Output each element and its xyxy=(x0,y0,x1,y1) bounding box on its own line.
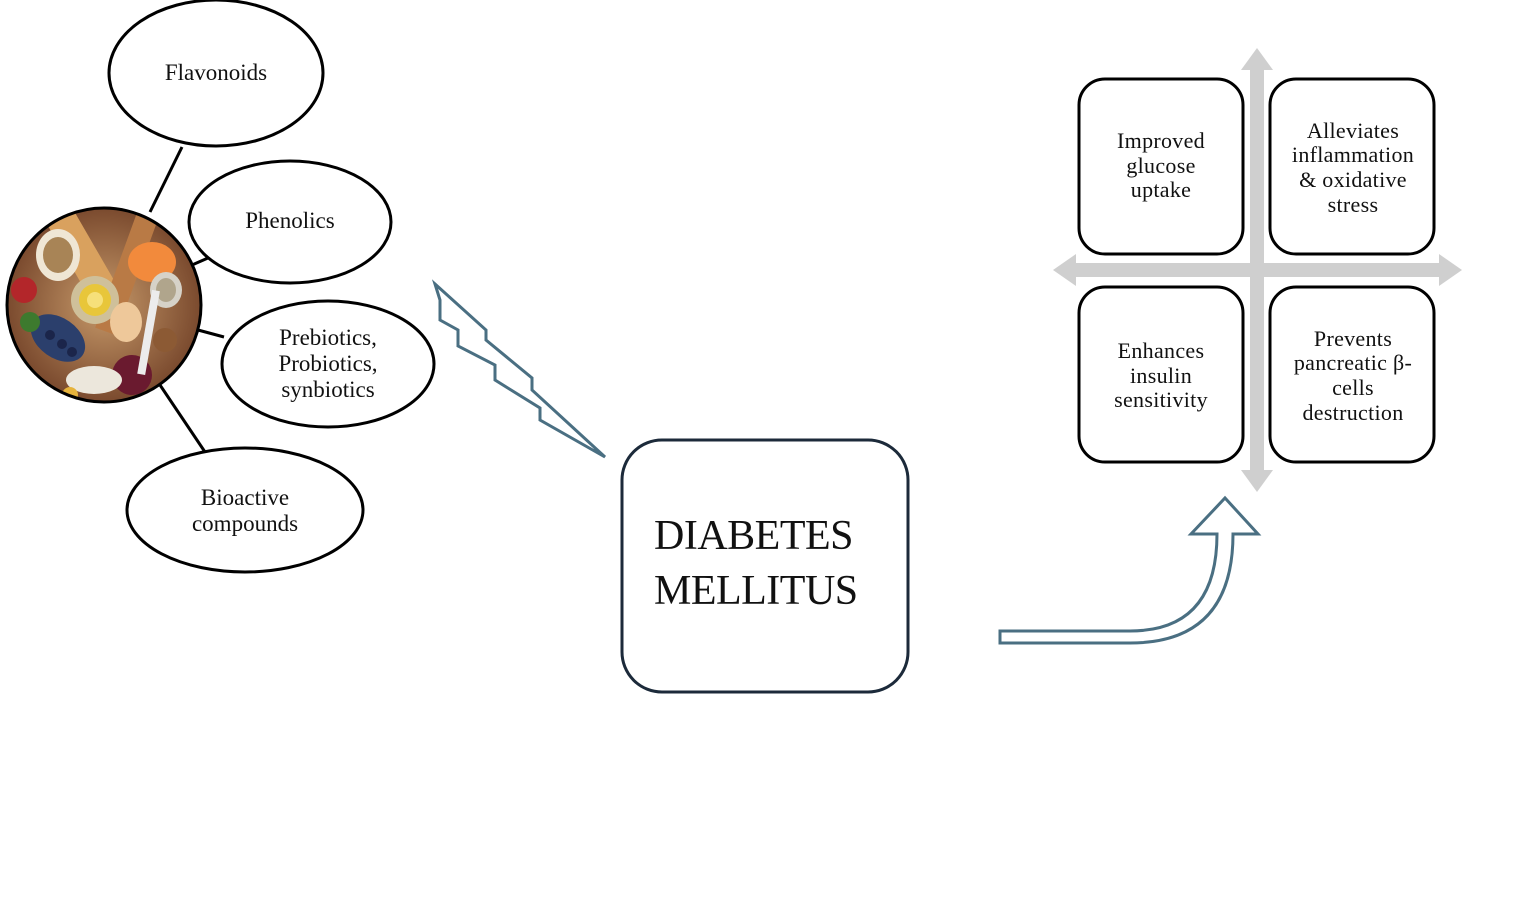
label-phenolics: Phenolics xyxy=(245,208,335,234)
label-bioactive: Bioactive compounds xyxy=(191,485,299,536)
label-flavonoids: Flavonoids xyxy=(164,60,268,86)
curved-arrow xyxy=(998,495,1262,645)
effect-box-insulin xyxy=(1077,285,1245,464)
connector-bioactive xyxy=(158,384,207,453)
oval-phenolics xyxy=(187,159,393,285)
effect-box-inflammation xyxy=(1268,77,1436,256)
connector-flavonoids xyxy=(148,146,184,213)
label-insulin-sensitivity: Enhances insulin sensitivity xyxy=(1114,338,1208,413)
effect-box-beta-cells xyxy=(1268,285,1436,464)
label-inflammation: Alleviates inflammation & oxidative stre… xyxy=(1291,117,1415,217)
label-diabetes-mellitus: DIABETES MELLITUS xyxy=(654,513,858,614)
oval-biotics xyxy=(220,299,436,429)
effect-box-glucose xyxy=(1077,77,1245,256)
food-collage-image xyxy=(7,208,201,402)
axis-cross xyxy=(1053,48,1462,492)
connector-phenolics xyxy=(191,256,209,267)
oval-bioactive xyxy=(125,446,365,574)
label-glucose-uptake: Improved glucose uptake xyxy=(1117,128,1205,203)
connector-biotics xyxy=(197,328,225,339)
label-beta-cells: Prevents pancreatic β- cells destruction xyxy=(1293,325,1413,425)
label-biotics: Prebiotics, Probiotics, synbiotics xyxy=(278,325,378,402)
diabetes-box xyxy=(620,438,910,694)
oval-flavonoids xyxy=(107,0,325,148)
lightning-arrow xyxy=(431,279,607,459)
